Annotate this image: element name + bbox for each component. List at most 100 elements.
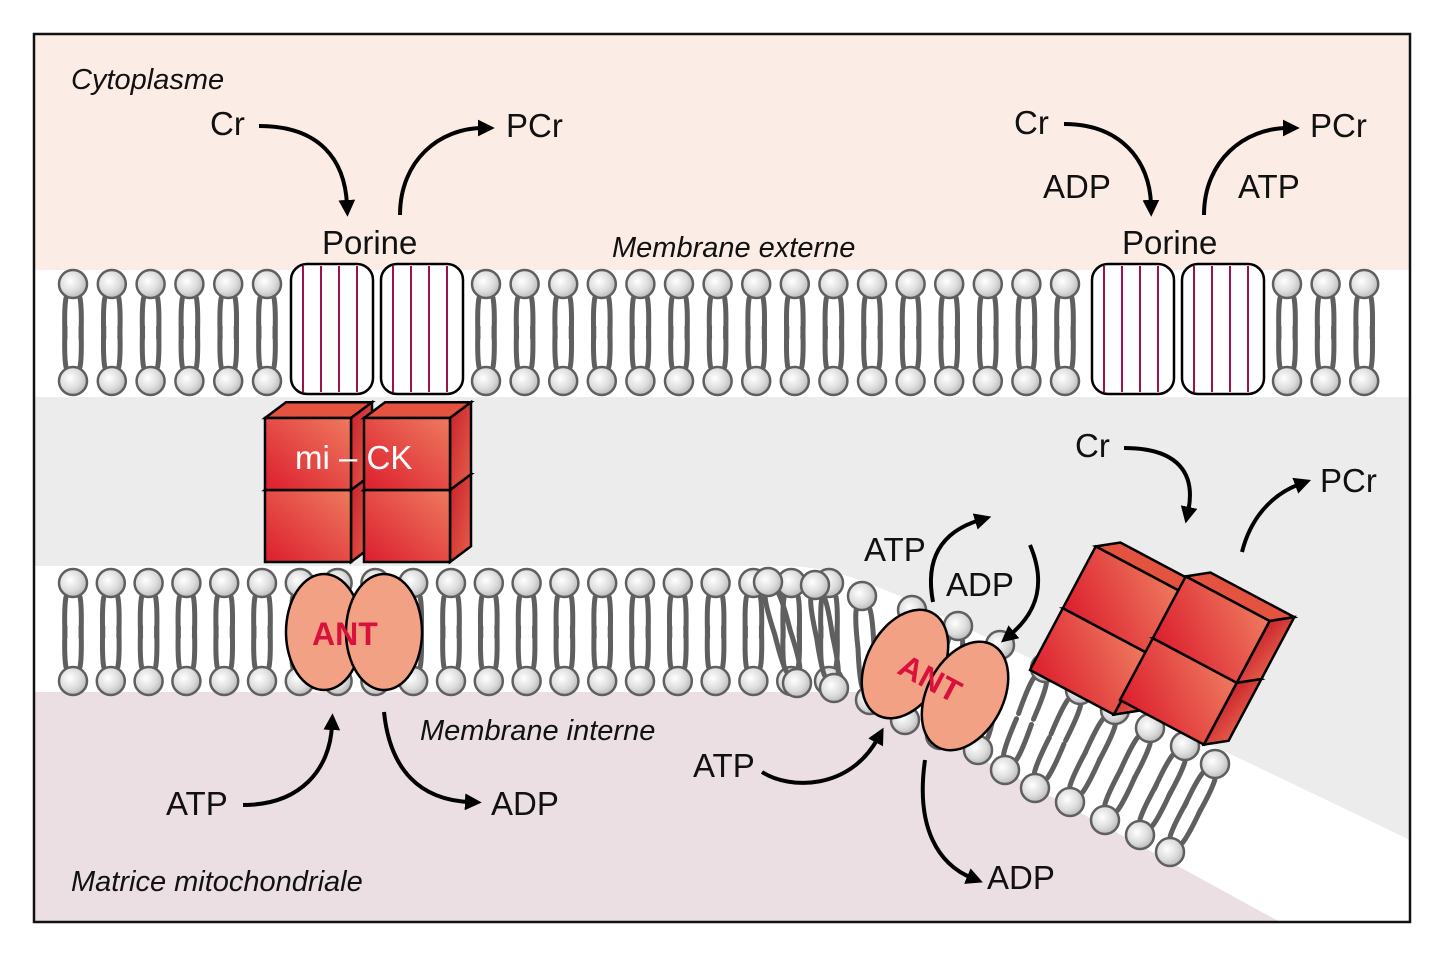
lipid-tail bbox=[1353, 324, 1360, 370]
lipid-tail bbox=[77, 324, 84, 370]
porin-right-in2-label: ADP bbox=[1043, 168, 1111, 205]
lipid-head bbox=[856, 365, 888, 397]
porin-left-label: Porine bbox=[322, 224, 417, 261]
lipid-tail bbox=[938, 324, 945, 370]
lipid-tail bbox=[976, 324, 984, 370]
lipid-tail bbox=[256, 324, 263, 370]
arrow-ant-left-to-adp bbox=[382, 711, 482, 811]
porin-right-label: Porine bbox=[1122, 224, 1217, 261]
mi-ck-right-complex[interactable] bbox=[1028, 533, 1299, 754]
lipid-head bbox=[740, 268, 772, 300]
lipid-head bbox=[509, 365, 540, 397]
lipid-tail bbox=[629, 324, 636, 370]
lipid-tail bbox=[1048, 697, 1071, 737]
lipid-head bbox=[1154, 836, 1186, 868]
lipid-head bbox=[1124, 819, 1156, 851]
lipid-head bbox=[972, 268, 1004, 300]
lipid-head bbox=[470, 268, 502, 300]
lipid-tail bbox=[1330, 324, 1337, 370]
lipid-head bbox=[895, 365, 926, 397]
lipid-tail bbox=[477, 624, 485, 670]
arrow-ck-right-to-pcr bbox=[1240, 477, 1312, 553]
ck-cube-side bbox=[448, 399, 473, 493]
lipid-head bbox=[662, 567, 694, 599]
lipid-head bbox=[818, 672, 850, 704]
lipid-tail bbox=[139, 324, 147, 370]
arrow-atp-to-ant-left bbox=[242, 713, 341, 807]
lipid-head bbox=[702, 268, 733, 300]
arrow-cr-to-porin-left bbox=[258, 124, 356, 217]
porin-subunit bbox=[379, 262, 465, 396]
lipid-tail bbox=[720, 624, 727, 670]
lipid-tail bbox=[899, 324, 907, 370]
lipid-head bbox=[57, 365, 89, 397]
lipid-tail bbox=[829, 632, 841, 676]
lipid-head bbox=[846, 580, 878, 612]
lipid-head bbox=[624, 567, 656, 599]
lipid-tail bbox=[1114, 774, 1138, 813]
ck-cube-front bbox=[362, 488, 452, 564]
ant-right-in-label: ATP bbox=[693, 747, 755, 784]
ant-right[interactable]: ANT bbox=[844, 595, 1026, 765]
lipid-head bbox=[511, 567, 542, 599]
lipid-head bbox=[547, 268, 579, 300]
lipid-head bbox=[700, 665, 731, 697]
lipid-tail bbox=[1137, 782, 1159, 822]
lipid-head bbox=[1049, 268, 1081, 300]
ant-left[interactable]: ANT bbox=[284, 572, 424, 692]
lipid-head bbox=[1348, 268, 1380, 300]
lipid-tail bbox=[876, 324, 883, 370]
inner-membrane-lipids bbox=[57, 566, 1231, 868]
lipid-head bbox=[1049, 365, 1081, 397]
lipid-head bbox=[895, 268, 926, 300]
porin-barrel bbox=[289, 262, 375, 396]
porin-right[interactable] bbox=[1090, 262, 1266, 396]
lipid-tail bbox=[783, 324, 791, 370]
porin-left[interactable] bbox=[289, 262, 465, 396]
lipid-tail bbox=[760, 324, 768, 370]
lipid-tail bbox=[629, 624, 636, 670]
mi-ck-left-complex[interactable] bbox=[261, 399, 475, 565]
lipid-tail bbox=[666, 624, 674, 670]
lipid-tail bbox=[455, 624, 462, 670]
lipid-tail bbox=[1291, 324, 1298, 370]
lipid-tail bbox=[1180, 806, 1204, 846]
lipid-head bbox=[1089, 804, 1121, 836]
ck-right-stack-b bbox=[1118, 571, 1299, 747]
lipid-tail bbox=[915, 324, 922, 370]
lipid-head bbox=[208, 665, 240, 697]
lipid-tail bbox=[271, 324, 278, 370]
ant-left-subunit-b bbox=[344, 572, 424, 692]
lipid-head bbox=[171, 665, 202, 697]
lipid-head bbox=[933, 268, 965, 300]
lipid-head bbox=[586, 268, 618, 300]
lipid-head bbox=[799, 569, 831, 601]
lipid-tail bbox=[821, 594, 835, 638]
lipid-head bbox=[856, 268, 888, 300]
porin-left-in-label: Cr bbox=[210, 105, 245, 142]
ant-right-cycle-in-label: ADP bbox=[946, 566, 1014, 603]
lipid-tail bbox=[1069, 324, 1076, 370]
lipid-head bbox=[1271, 365, 1303, 397]
lipid-tail bbox=[553, 624, 560, 670]
lipid-head bbox=[511, 665, 542, 697]
lipid-tail bbox=[178, 324, 185, 370]
lipid-head bbox=[473, 567, 505, 599]
lipid-tail bbox=[1102, 767, 1124, 807]
lipid-head bbox=[251, 268, 283, 300]
arrows bbox=[242, 119, 1312, 884]
lipid-head bbox=[57, 665, 89, 697]
lipid-tail bbox=[251, 624, 258, 670]
lipid-tail bbox=[1063, 703, 1084, 744]
porin-subunit bbox=[1090, 262, 1176, 396]
lipid-head bbox=[509, 268, 540, 300]
lipid-tail bbox=[762, 594, 778, 637]
lipid-tail bbox=[1368, 324, 1376, 370]
mi-ck-label: mi – CK bbox=[295, 439, 412, 476]
lipid-tail bbox=[493, 624, 500, 670]
lipid-head bbox=[625, 268, 656, 300]
lipid-tail bbox=[137, 624, 145, 670]
lipid-tail bbox=[490, 324, 497, 370]
lipid-head bbox=[1310, 268, 1341, 300]
